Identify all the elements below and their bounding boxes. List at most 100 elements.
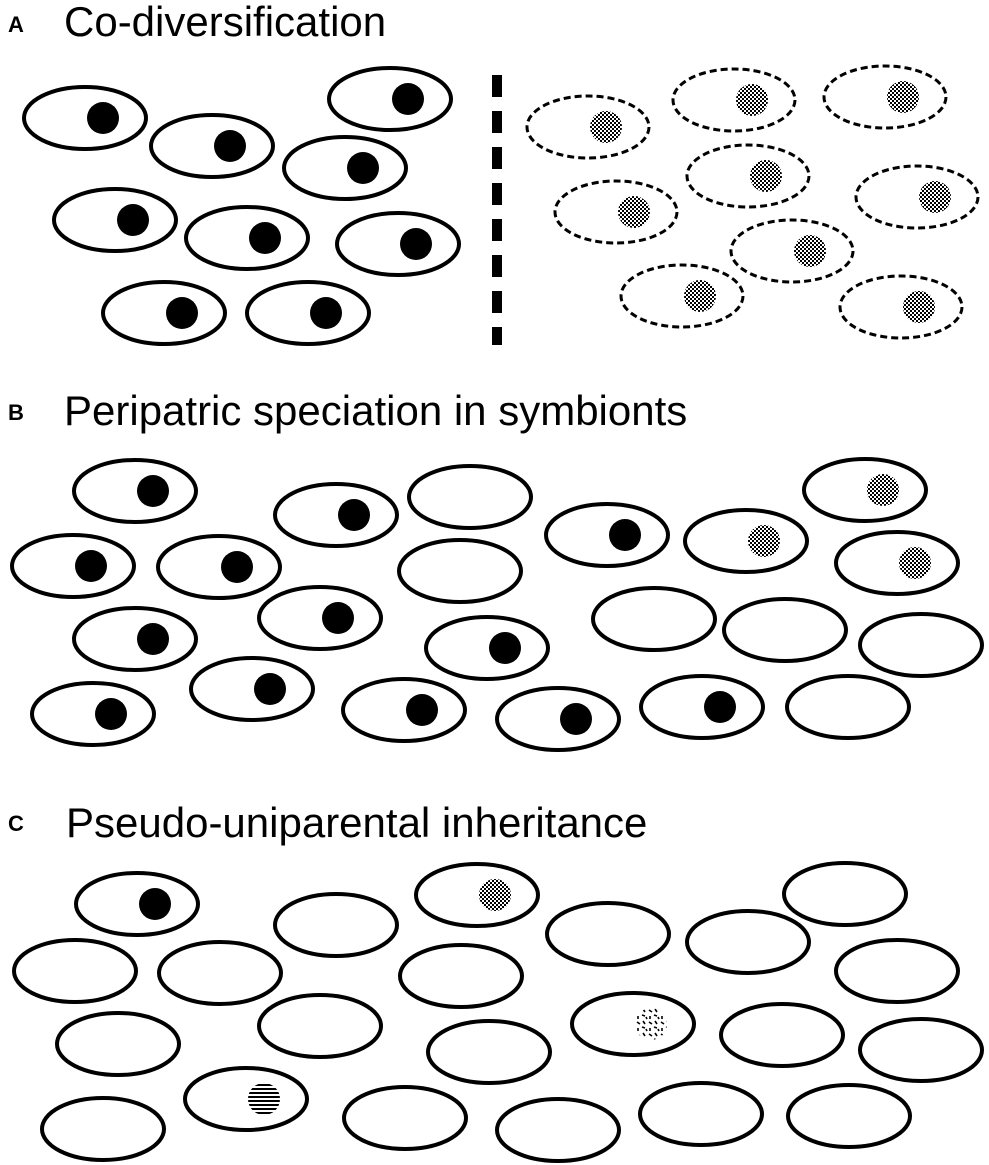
symbiont-solid	[137, 475, 169, 507]
host-cell-outline	[719, 1002, 845, 1068]
host-cell	[414, 862, 540, 928]
host-cell-outline	[257, 585, 383, 651]
host-cell-outline	[184, 205, 310, 271]
symbiont-solid	[117, 204, 149, 236]
host-cell	[495, 686, 621, 752]
host-cell	[685, 909, 811, 975]
host-cell	[858, 1017, 984, 1083]
symbiont-solid	[322, 602, 354, 634]
host-cell-outline	[183, 1066, 309, 1132]
host-cell	[335, 211, 461, 277]
symbiont-speckled	[635, 1008, 667, 1040]
host-cell-outline	[638, 1081, 764, 1147]
host-cell-outline	[570, 991, 696, 1057]
panel-c-letter: C	[8, 811, 24, 836]
host-cell	[786, 1083, 912, 1149]
host-cell-outline	[619, 263, 745, 329]
host-cell	[156, 534, 282, 600]
symbiont-checkered	[479, 879, 511, 911]
symbiont-solid	[310, 297, 342, 329]
host-cell-outline	[544, 502, 670, 568]
symbiont-solid	[400, 228, 432, 260]
host-cell	[407, 464, 533, 530]
symbiont-solid	[249, 222, 281, 254]
host-cell	[822, 64, 948, 130]
symbiont-solid	[392, 83, 424, 115]
symbiont-checkered	[794, 235, 826, 267]
host-cell-outline	[273, 482, 399, 548]
symbiont-solid	[704, 691, 736, 723]
host-cell-outline	[786, 1083, 912, 1149]
host-cell-outline	[157, 940, 283, 1006]
panel-a-letter: A	[8, 12, 24, 37]
host-cell-outline	[685, 909, 811, 975]
host-cell	[719, 1002, 845, 1068]
host-cell-outline	[822, 64, 948, 130]
host-cell	[157, 940, 283, 1006]
host-cell	[639, 674, 765, 740]
host-cell	[273, 892, 399, 958]
host-cell	[52, 187, 178, 253]
host-cell	[12, 938, 138, 1004]
panel-b-letter: B	[8, 400, 24, 425]
panel-c-title: Pseudo-uniparental inheritance	[66, 799, 648, 846]
symbiont-solid	[214, 130, 246, 162]
host-cell-outline	[838, 274, 964, 340]
symbiont-solid	[137, 623, 169, 655]
host-cell	[183, 1066, 309, 1132]
host-cell	[545, 901, 671, 967]
host-cell	[342, 1085, 468, 1151]
host-cell-outline	[858, 1017, 984, 1083]
host-cell	[273, 482, 399, 548]
host-cell	[40, 1096, 166, 1162]
host-cell	[72, 606, 198, 672]
host-cell	[553, 179, 679, 245]
host-cell-outline	[671, 67, 797, 133]
host-cell-outline	[858, 612, 984, 678]
host-cell-outline	[52, 187, 178, 253]
host-cell-outline	[397, 538, 523, 604]
host-cell	[834, 938, 960, 1004]
host-cell	[570, 991, 696, 1057]
host-cell	[282, 135, 408, 201]
host-cell-outline	[639, 674, 765, 740]
host-cell	[10, 533, 136, 599]
host-cell-outline	[149, 113, 275, 179]
host-cell	[802, 457, 928, 523]
symbiont-checkered	[919, 181, 951, 213]
host-cell	[619, 263, 745, 329]
host-cell-outline	[407, 464, 533, 530]
host-cell	[257, 585, 383, 651]
host-cell-outline	[495, 686, 621, 752]
host-cell	[257, 993, 383, 1059]
host-cell-outline	[101, 280, 227, 346]
host-cell-outline	[273, 892, 399, 958]
symbiont-striped	[248, 1083, 280, 1115]
host-cell-outline	[55, 1011, 181, 1077]
host-cell-outline	[156, 534, 282, 600]
symbiont-solid	[338, 499, 370, 531]
symbiont-solid	[609, 519, 641, 551]
symbiont-checkered	[867, 474, 899, 506]
host-cell	[426, 1019, 552, 1085]
host-cell	[683, 508, 809, 574]
host-cell-outline	[424, 615, 550, 681]
host-cell	[55, 1011, 181, 1077]
symbiont-solid	[560, 703, 592, 735]
host-cell-outline	[683, 508, 809, 574]
host-cell	[638, 1081, 764, 1147]
host-cell-outline	[74, 871, 200, 937]
host-cell-outline	[495, 1097, 621, 1163]
host-cell	[189, 656, 315, 722]
host-cell	[424, 615, 550, 681]
host-cell-outline	[591, 586, 717, 652]
host-cell	[834, 530, 960, 596]
host-cell-outline	[729, 218, 855, 284]
host-cell-outline	[722, 597, 848, 663]
host-cell	[327, 66, 453, 132]
symbiont-checkered	[590, 111, 622, 143]
host-cell	[544, 502, 670, 568]
host-cell-outline	[72, 606, 198, 672]
host-cell	[722, 597, 848, 663]
